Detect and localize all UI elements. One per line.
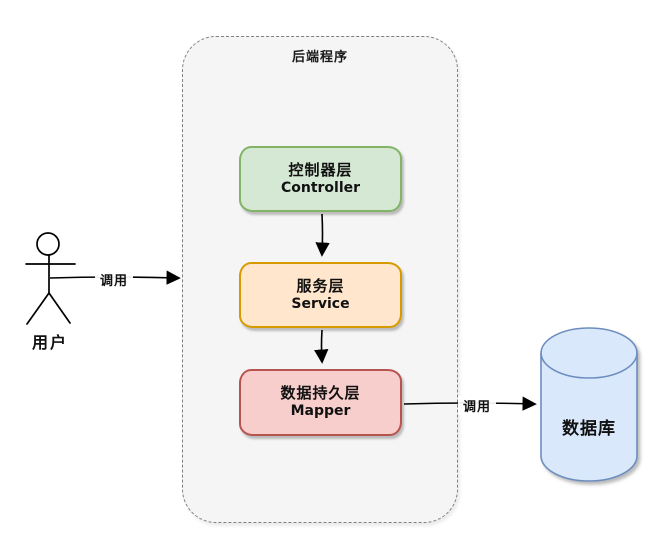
user-actor-label: 用户 <box>31 333 68 352</box>
user-actor-icon <box>25 232 76 325</box>
edge-label-mapper-call: 调用 <box>458 396 496 415</box>
mapper-layer-label-en: Mapper <box>290 403 351 420</box>
edge-label-user-call: 调用 <box>95 270 133 289</box>
database-cylinder-icon <box>540 327 638 482</box>
database-label: 数据库 <box>562 419 616 439</box>
node-mapper-layer: 数据持久层 Mapper <box>239 369 402 436</box>
controller-layer-label-en: Controller <box>280 179 361 196</box>
backend-container-label: 后端程序 <box>291 50 348 65</box>
node-service-layer: 服务层 Service <box>239 262 402 328</box>
mapper-layer-label-zh: 数据持久层 <box>280 384 361 403</box>
controller-layer-label-zh: 控制器层 <box>288 160 353 179</box>
node-controller-layer: 控制器层 Controller <box>239 146 402 212</box>
service-layer-label-zh: 服务层 <box>296 276 345 295</box>
service-layer-label-en: Service <box>291 295 350 312</box>
